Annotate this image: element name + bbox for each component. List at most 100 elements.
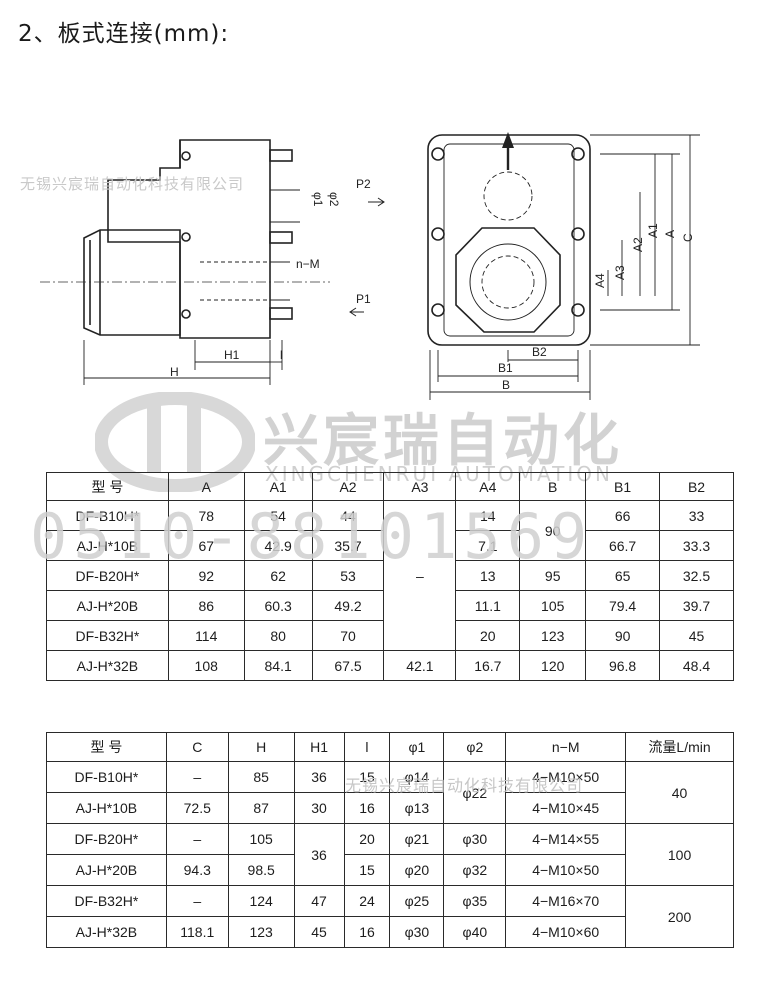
cell-model: DF-B20H* [46,560,169,591]
col-header-model: 型 号 [46,732,167,762]
cell-H: 105 [227,823,295,855]
dim-A3-label: A3 [613,265,627,280]
cell-phi1: φ30 [389,916,445,948]
cell-model: AJ-H*10B [46,530,169,561]
cell-B2: 39.7 [659,590,734,621]
cell-l: 24 [343,885,391,917]
cell-A2: 53 [311,560,385,591]
cell-A1: 54 [243,500,313,531]
cell-B: 120 [519,650,587,681]
cell-A1: 84.1 [243,650,313,681]
cell-H: 87 [227,792,295,824]
dim-C-label: C [681,233,695,242]
cell-C: 118.1 [165,916,229,948]
col-header-phi2: φ2 [443,732,507,762]
col-header-nM: n−M [505,732,627,762]
cell-nM: 4−M10×50 [505,854,627,886]
cell-B2: 33 [659,500,734,531]
cell-model: DF-B10H* [46,500,169,531]
cell-phi1: φ20 [389,854,445,886]
dim-phi1-label: φ1 [311,192,325,207]
cell-A2: 70 [311,620,385,651]
dim-B-label: B [502,378,510,392]
cell-l: 16 [343,792,391,824]
table-row: DF-B20H* 92 62 53 13 95 65 32.5 [46,560,734,591]
cell-nM: 4−M14×55 [505,823,627,855]
cell-A4: 16.7 [455,650,521,681]
cell-phi2: φ32 [443,854,507,886]
side-view [83,139,300,339]
dim-H1-label: H1 [224,348,240,362]
dimension-table-2: 型 号 C H H1 l φ1 φ2 n−M 流量L/min DF-B10H* … [46,732,734,948]
cell-C: 94.3 [165,854,229,886]
cell-H1: 45 [293,916,345,948]
col-header-B1: B1 [585,472,661,501]
cell-flow-merged: 200 [625,885,734,948]
cell-H: 124 [227,885,295,917]
col-header-H: H [227,732,295,762]
cell-B2: 45 [659,620,734,651]
cell-phi1: φ14 [389,761,445,793]
table-row: DF-B10H* 78 54 44 – 14 90 66 33 [46,500,734,651]
cell-B: 123 [519,620,587,651]
cell-nM: 4−M10×45 [505,792,627,824]
dim-A-label: A [663,230,677,238]
col-header-A: A [167,472,245,501]
col-header-B2: B2 [659,472,734,501]
cell-A: 108 [167,650,245,681]
cell-A2: 67.5 [311,650,385,681]
flow-arrow-icon [502,132,514,148]
cell-model: DF-B32H* [46,620,169,651]
cell-H1-merged: 36 [293,823,345,886]
cell-phi2-merged: φ22 [443,761,507,824]
col-header-flow: 流量L/min [625,732,734,762]
col-header-phi1: φ1 [389,732,445,762]
table-header-row: 型 号 C H H1 l φ1 φ2 n−M 流量L/min [46,732,734,762]
cell-l: 20 [343,823,391,855]
cell-phi1: φ21 [389,823,445,855]
cell-B1: 65 [585,560,661,591]
col-header-H1: H1 [293,732,345,762]
cell-model: DF-B20H* [46,823,167,855]
cell-H: 98.5 [227,854,295,886]
cell-l: 15 [343,761,391,793]
cell-B1: 66.7 [585,530,661,561]
cell-H: 85 [227,761,295,793]
company-watermark: 无锡兴宸瑞自动化科技有限公司 [20,175,245,193]
cell-phi2: φ30 [443,823,507,855]
col-header-A3: A3 [383,472,457,501]
col-header-A2: A2 [311,472,385,501]
valve-dimension-drawing: H H1 l n−M P2 P1 φ1 φ2 C A A1 A2 A3 A4 B… [40,132,700,400]
company-watermark-2: 无锡兴宸瑞自动化科技有限公司 [345,776,584,795]
dim-B2-label: B2 [532,345,547,359]
col-header-B: B [519,472,587,501]
table-row: AJ-H*10B 72.5 87 30 16 φ13 4−M10×45 [46,792,734,824]
arrow-P2-icon [368,197,385,207]
table-row: DF-B32H* – 124 47 24 φ25 φ35 4−M16×70 20… [46,885,734,948]
table-row: AJ-H*32B 118.1 123 45 16 φ30 φ40 4−M10×6… [46,916,734,948]
cell-A: 92 [167,560,245,591]
dim-phi2-label: φ2 [327,192,341,207]
cell-phi2: φ40 [443,916,507,948]
cell-H: 123 [227,916,295,948]
col-header-l: l [343,732,391,762]
cell-nM: 4−M16×70 [505,885,627,917]
cell-C: – [165,823,229,855]
dim-H-label: H [170,365,179,379]
arrow-P1-icon [349,307,364,317]
cell-H1: 36 [293,761,345,793]
col-header-model: 型 号 [46,472,169,501]
cell-phi2: φ35 [443,885,507,917]
table-row: AJ-H*20B 94.3 98.5 15 φ20 φ32 4−M10×50 [46,854,734,886]
cell-A: 67 [167,530,245,561]
cell-B1: 90 [585,620,661,651]
cell-model: DF-B32H* [46,885,167,917]
front-view [427,134,591,346]
col-header-A4: A4 [455,472,521,501]
cell-A4: 13 [455,560,521,591]
cell-model: AJ-H*10B [46,792,167,824]
cell-model: AJ-H*20B [46,854,167,886]
cell-phi1: φ13 [389,792,445,824]
cell-model: DF-B10H* [46,761,167,793]
cell-flow-merged: 40 [625,761,734,824]
